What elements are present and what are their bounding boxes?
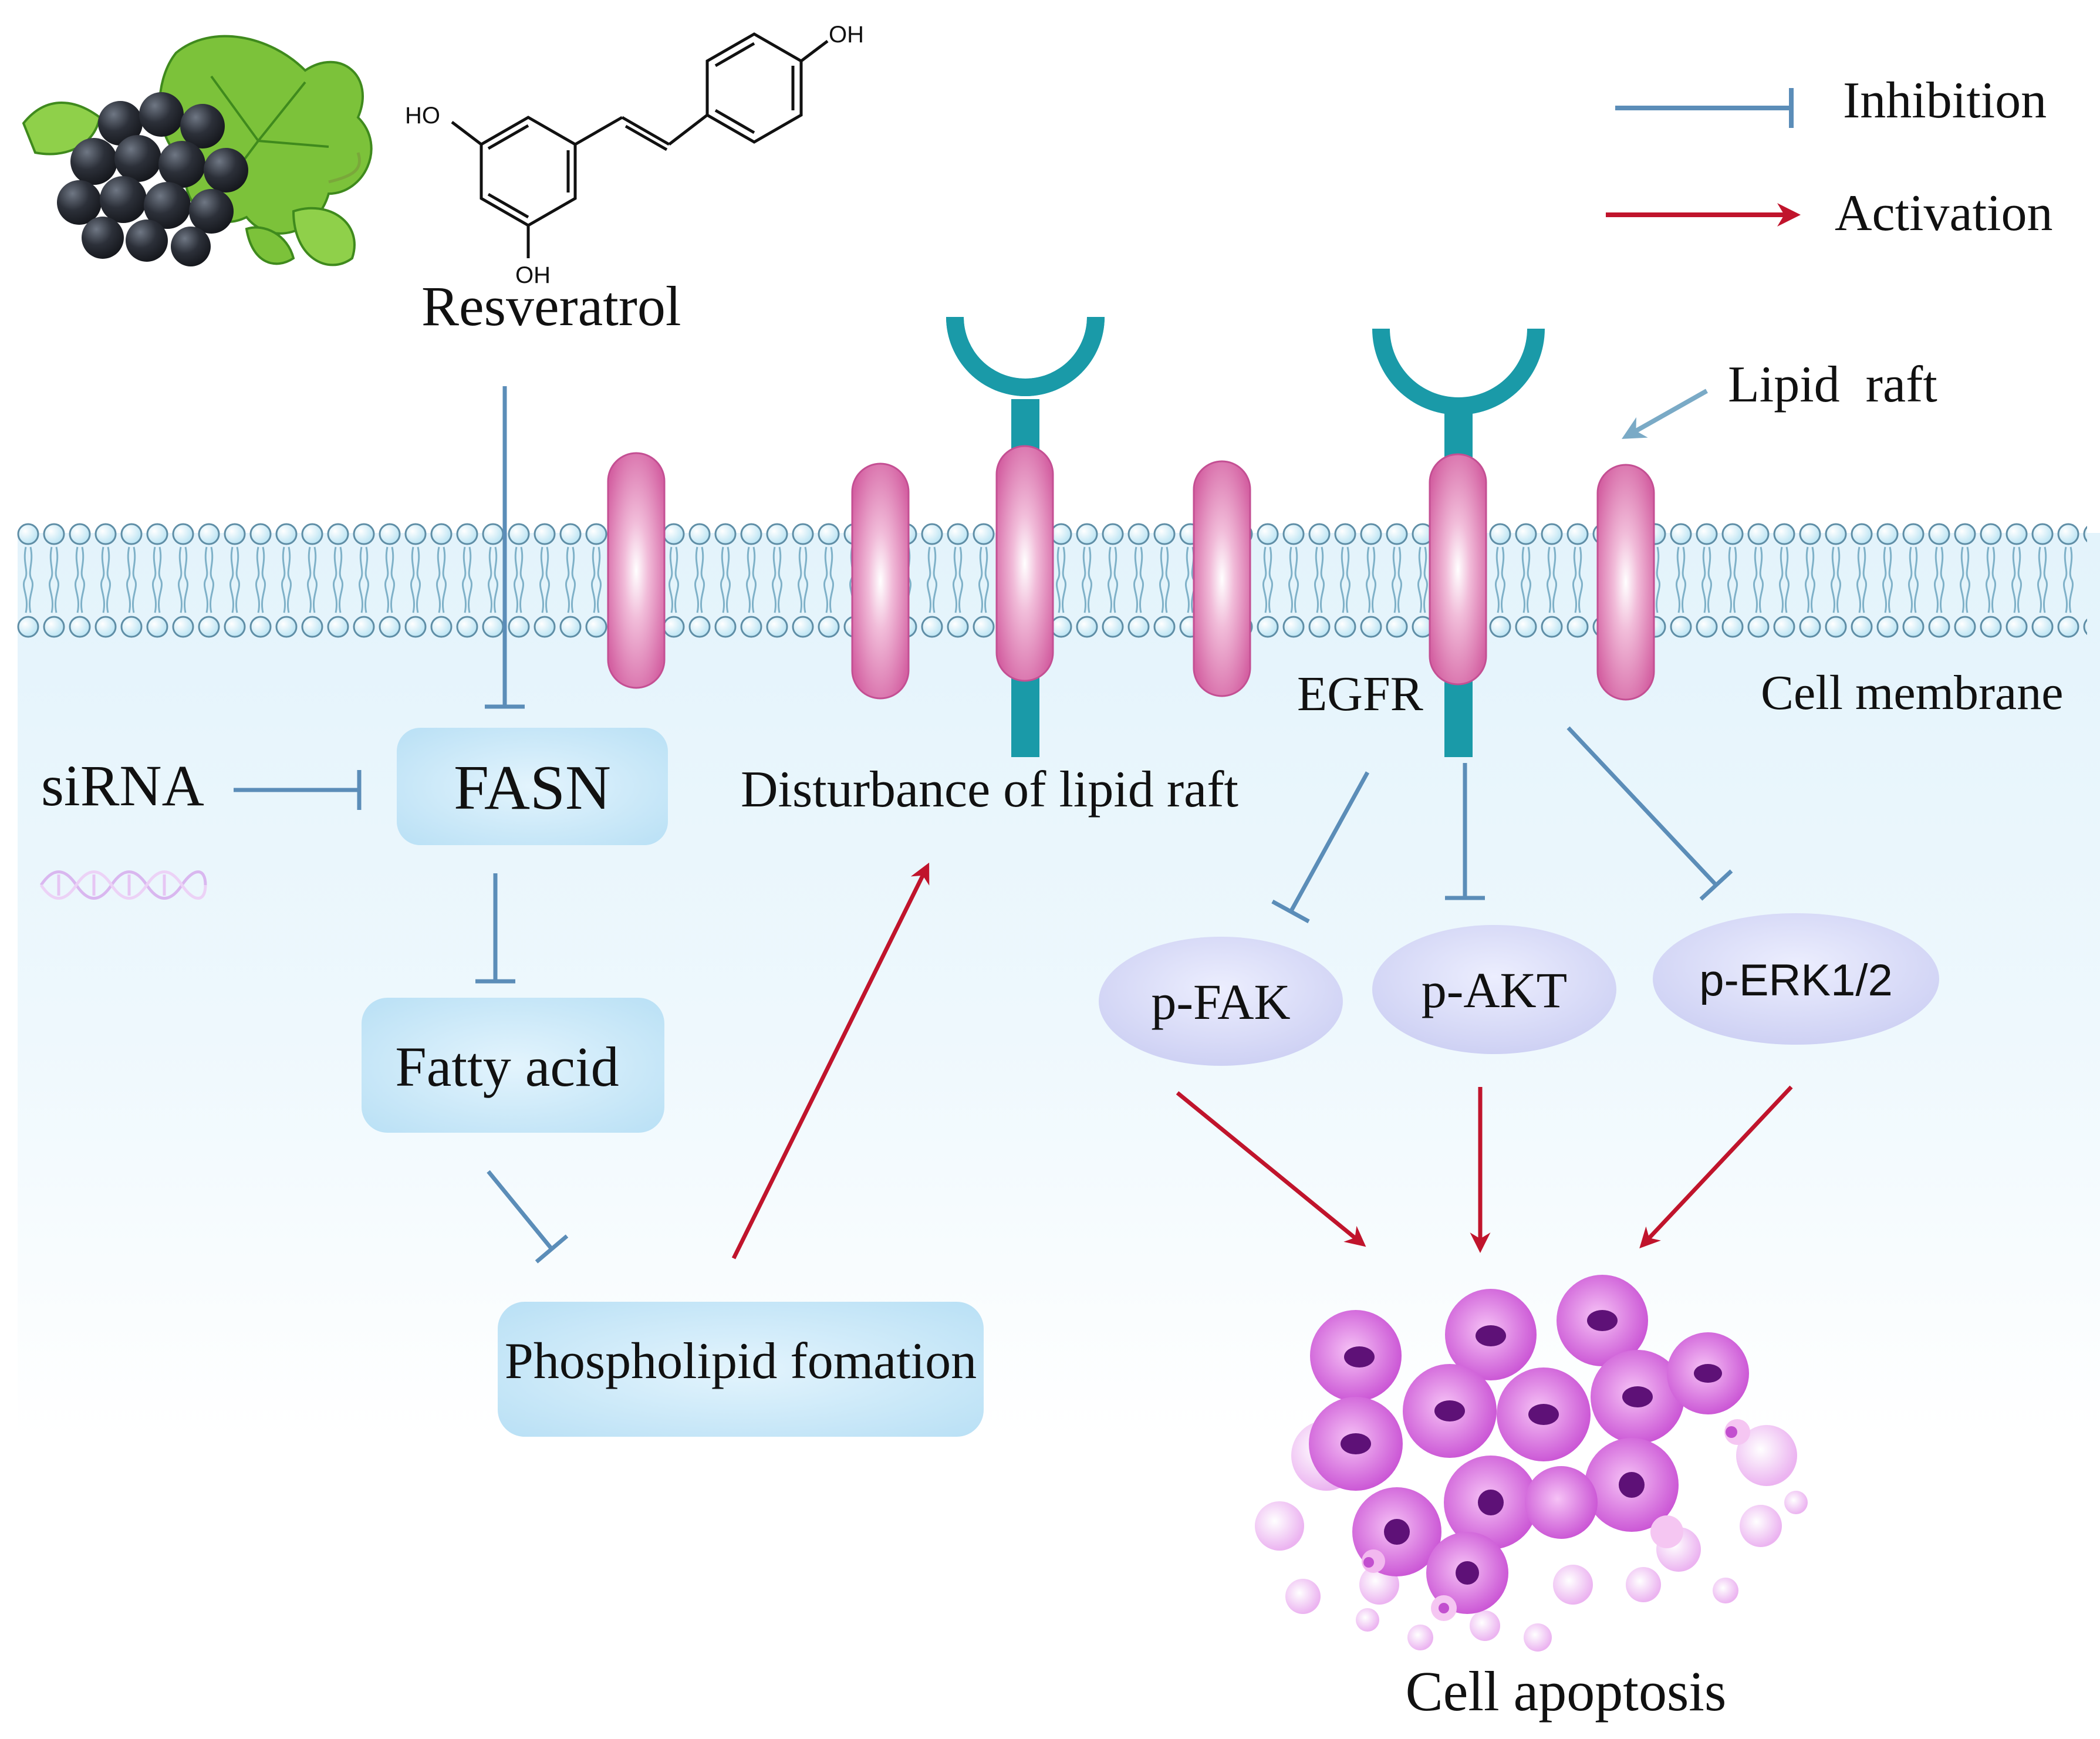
fatty-acid-box <box>362 998 664 1133</box>
apoptosis-label: Cell apoptosis <box>1406 1660 1727 1723</box>
legend: Inhibition Activation <box>1606 72 2052 242</box>
cell-membrane-label: Cell membrane <box>1761 666 2063 720</box>
grapes-icon <box>22 35 373 266</box>
lipid-raft-pointer <box>1622 389 1708 439</box>
phospholipid-box <box>498 1302 984 1437</box>
raft-protein-2 <box>851 462 910 700</box>
p-erk-ellipse <box>1653 913 1939 1045</box>
apoptotic-cells-illustration <box>1255 1275 1808 1652</box>
rna-strand-icon <box>39 870 207 900</box>
phospholipid-activates-disturbance <box>731 862 930 1259</box>
fatty-acid-label: Fatty acid <box>395 1035 619 1098</box>
disturbance-label: Disturbance of lipid raft <box>741 761 1238 818</box>
p-fak-label: p-FAK <box>1151 974 1290 1030</box>
egfr-receptor-right <box>1372 329 1545 757</box>
egfr-inhibits-p-fak <box>1289 771 1370 912</box>
substituent-oh-bottom: OH <box>515 262 551 288</box>
p-fak-activates-apoptosis <box>1176 1091 1366 1247</box>
p-akt-ellipse <box>1372 925 1616 1054</box>
raft-protein-3 <box>1193 460 1251 697</box>
p-erk-activates-apoptosis <box>1639 1085 1793 1249</box>
egfr-receptor-left <box>946 317 1105 757</box>
substituent-oh-top: OH <box>829 22 864 48</box>
fasn-box <box>397 728 668 845</box>
p-fak-ellipse <box>1099 937 1343 1066</box>
egfr-label: EGFR <box>1297 667 1423 721</box>
legend-activation-label: Activation <box>1835 185 2052 242</box>
raft-protein-4 <box>1596 464 1655 701</box>
fatty-acid-inhibits-phospholipid <box>487 1170 553 1251</box>
resveratrol-structure <box>451 32 829 258</box>
lipid-raft-label: Lipid raft <box>1728 356 1937 413</box>
substituent-ho-left: HO <box>405 103 440 129</box>
raft-protein-1 <box>607 452 666 689</box>
egfr-inhibits-p-erk <box>1566 726 1718 887</box>
compound-name: Resveratrol <box>421 275 681 337</box>
sirna-label: siRNA <box>41 753 204 818</box>
fasn-label: FASN <box>454 753 611 823</box>
p-erk-label: p-ERK1/2 <box>1699 955 1893 1005</box>
phospholipid-label: Phospholipid fomation <box>505 1333 977 1390</box>
legend-inhibition-label: Inhibition <box>1843 72 2047 129</box>
p-akt-label: p-AKT <box>1422 962 1567 1018</box>
